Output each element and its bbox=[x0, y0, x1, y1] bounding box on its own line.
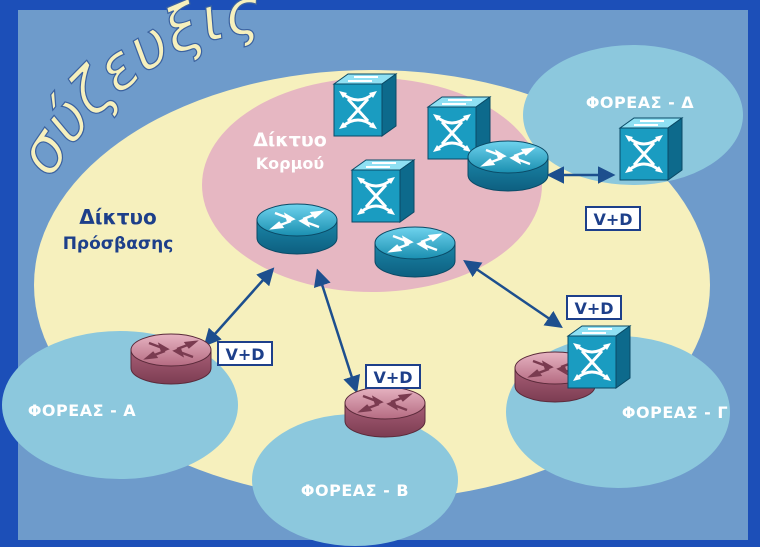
operator-d-label: ΦΟΡΕΑΣ - Δ bbox=[586, 93, 694, 112]
link-label-c: V+D bbox=[566, 295, 622, 320]
link-label-a: V+D bbox=[217, 341, 273, 366]
svg-text:V+D: V+D bbox=[373, 368, 412, 387]
operator-c-label: ΦΟΡΕΑΣ - Γ bbox=[622, 403, 728, 422]
core-network-label-line2: Κορμού bbox=[256, 154, 325, 173]
core-router-icon bbox=[255, 202, 339, 256]
core-router-icon bbox=[466, 139, 550, 193]
link-a-arrow bbox=[203, 267, 275, 347]
operator-d-atm-switch-icon bbox=[618, 116, 684, 182]
svg-text:V+D: V+D bbox=[593, 210, 632, 229]
access-network-label-line1: Δίκτυο bbox=[79, 205, 157, 229]
core-atm-switch-icon bbox=[332, 72, 398, 138]
svg-text:V+D: V+D bbox=[574, 299, 613, 318]
operator-b-area bbox=[252, 414, 458, 546]
svg-text:V+D: V+D bbox=[225, 345, 264, 364]
operator-d-area bbox=[523, 45, 743, 185]
operator-b-router-icon bbox=[343, 385, 427, 439]
operator-c-atm-switch-icon bbox=[566, 324, 632, 390]
link-b-arrow bbox=[313, 268, 361, 394]
operator-a-label: ΦΟΡΕΑΣ - Α bbox=[28, 401, 136, 420]
core-router-icon bbox=[373, 225, 457, 279]
core-atm-switch-icon bbox=[350, 158, 416, 224]
link-label-d: V+D bbox=[585, 206, 641, 231]
link-c-arrow bbox=[463, 260, 563, 328]
access-network-label-line2: Πρόσβασης bbox=[63, 234, 174, 254]
operator-b-label: ΦΟΡΕΑΣ - Β bbox=[301, 481, 409, 500]
core-network-label-line1: Δίκτυο bbox=[253, 129, 327, 151]
link-label-b: V+D bbox=[365, 364, 421, 389]
operator-a-router-icon bbox=[129, 332, 213, 386]
